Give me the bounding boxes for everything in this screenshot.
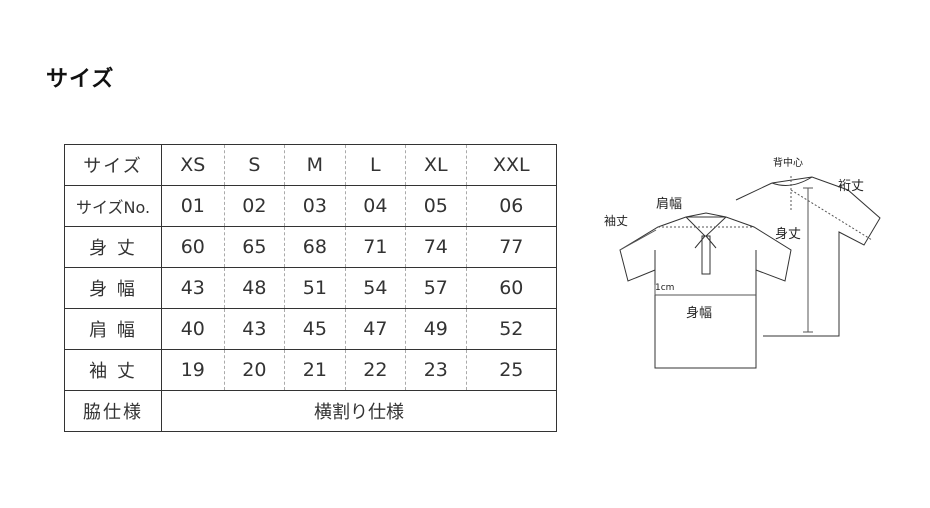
spec-value: 横割り仕様 [161, 390, 557, 432]
size-l: L [344, 144, 407, 186]
table-cell: 23 [405, 349, 467, 391]
table-cell: 02 [223, 185, 286, 227]
front-shirt-outline [619, 216, 792, 369]
row-label: 袖 丈 [64, 349, 162, 391]
table-cell: 48 [223, 267, 286, 309]
size-xl: XL [405, 144, 467, 186]
table-cell: 65 [223, 226, 286, 268]
table-cell: 22 [344, 349, 407, 391]
table-cell: 68 [284, 226, 346, 268]
size-xxl: XXL [465, 144, 558, 186]
row-label: サイズNo. [64, 185, 162, 227]
table-cell: 52 [465, 308, 558, 350]
front-collar [654, 212, 757, 275]
table-row: サイズNo. 01 02 03 04 05 06 [64, 185, 558, 227]
table-cell: 25 [465, 349, 558, 391]
table-header-row: サイズ XS S M L XL XXL [64, 144, 558, 186]
table-cell: 43 [161, 267, 225, 309]
measurement-lines [619, 176, 873, 333]
size-xs: XS [161, 144, 225, 186]
table-cell: 45 [284, 308, 346, 350]
label-offset: 1cm [655, 283, 674, 293]
polo-shirt-measurement-diagram: 背中心 裄丈 肩幅 袖丈 身丈 1cm 身幅 [604, 156, 881, 369]
label-yuki: 裄丈 [838, 179, 864, 194]
size-table: サイズ XS S M L XL XXL サイズNo. 01 02 03 04 0… [64, 144, 558, 432]
table-cell: 57 [405, 267, 467, 309]
table-cell: 06 [465, 185, 558, 227]
label-back-center: 背中心 [773, 156, 803, 169]
header-label: サイズ [64, 144, 162, 186]
table-cell: 54 [344, 267, 407, 309]
table-cell: 21 [284, 349, 346, 391]
table-cell: 51 [284, 267, 346, 309]
table-row: 身 幅 43 48 51 54 57 60 [64, 267, 558, 309]
table-cell: 04 [344, 185, 407, 227]
table-cell: 03 [284, 185, 346, 227]
table-cell: 60 [465, 267, 558, 309]
row-label: 脇仕様 [64, 390, 162, 432]
table-cell: 71 [344, 226, 407, 268]
row-label: 身 幅 [64, 267, 162, 309]
table-cell: 40 [161, 308, 225, 350]
table-cell: 05 [405, 185, 467, 227]
row-label: 身 丈 [64, 226, 162, 268]
label-body-length: 身丈 [775, 226, 801, 242]
label-body-width: 身幅 [686, 305, 712, 321]
table-cell: 43 [223, 308, 286, 350]
table-cell: 47 [344, 308, 407, 350]
row-label: 肩 幅 [64, 308, 162, 350]
table-cell: 60 [161, 226, 225, 268]
table-row: 袖 丈 19 20 21 22 23 25 [64, 349, 558, 391]
table-cell: 49 [405, 308, 467, 350]
page-title: サイズ [46, 67, 115, 92]
table-cell: 20 [223, 349, 286, 391]
size-s: S [223, 144, 286, 186]
table-row: 身 丈 60 65 68 71 74 77 [64, 226, 558, 268]
table-row: 肩 幅 40 43 45 47 49 52 [64, 308, 558, 350]
label-shoulder-width: 肩幅 [656, 196, 682, 212]
table-cell: 74 [405, 226, 467, 268]
label-sleeve-length: 袖丈 [604, 213, 628, 228]
table-cell: 77 [465, 226, 558, 268]
size-m: M [284, 144, 346, 186]
table-cell: 19 [161, 349, 225, 391]
table-row-spec: 脇仕様 横割り仕様 [64, 390, 557, 432]
table-cell: 01 [161, 185, 225, 227]
